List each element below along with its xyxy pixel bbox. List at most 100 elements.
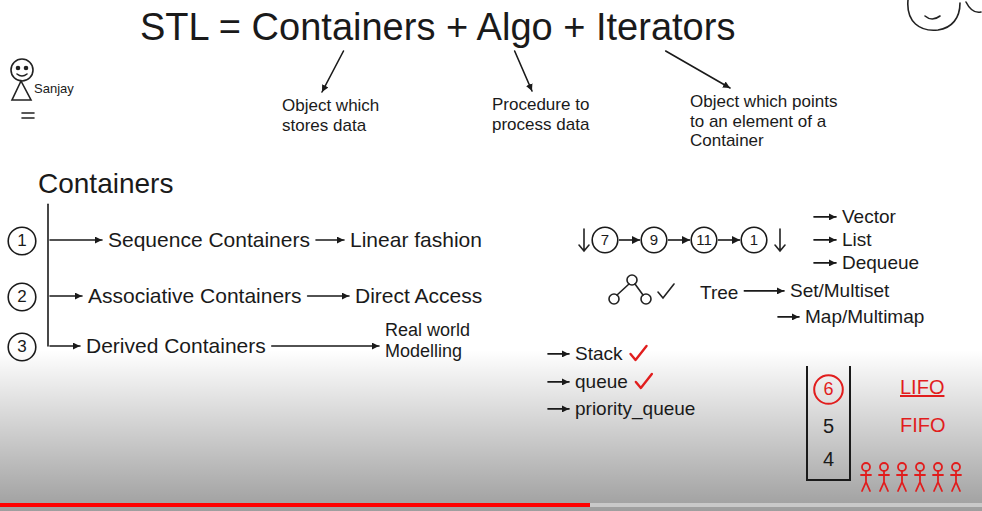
tree-branch: [617, 284, 629, 295]
stick-figure: [879, 463, 889, 491]
figure-body: [879, 471, 889, 491]
container-name: queue: [575, 371, 628, 393]
leader-arrow: [814, 216, 836, 218]
container-name: Map/Multimap: [805, 306, 924, 328]
leader-arrow: [548, 353, 569, 355]
container-name: List: [842, 229, 872, 251]
leader-arrow: [308, 295, 349, 297]
leader-arrow: [814, 239, 836, 241]
definition-note: Procedure to process data: [492, 95, 617, 134]
node-text: 2: [17, 287, 26, 307]
corner-doodle: [908, 0, 981, 30]
circle-line: [814, 375, 843, 404]
down-arrow-mark: [579, 229, 589, 251]
circled-number: 3: [7, 332, 37, 362]
node-text: 1: [17, 231, 26, 251]
leader-arrow: [322, 51, 343, 92]
leader-arrow: [50, 295, 82, 297]
circle-line: [691, 227, 717, 253]
property-note: Linear fashion: [350, 228, 482, 252]
list-element: 7: [591, 226, 619, 254]
circled-number: 1: [7, 226, 37, 256]
node-text: 7: [601, 231, 609, 248]
check-mark: [631, 346, 647, 360]
figure-head: [898, 463, 906, 471]
tree-sketch: [609, 275, 674, 304]
title-word: [208, 6, 219, 48]
section-heading: Containers: [38, 168, 173, 200]
definition-note: Object which points to an element of a C…: [690, 92, 850, 151]
doodle-stroke: [966, 2, 981, 12]
doodle-head: [908, 0, 960, 30]
leader-arrow: [666, 51, 730, 88]
title-word: +: [563, 6, 585, 48]
list-element: 1: [740, 226, 768, 254]
circle-line: [592, 227, 618, 253]
tree-node: [641, 294, 651, 304]
category-label: Sequence Containers: [108, 228, 310, 252]
figure-body: [897, 471, 907, 491]
node-text: 4: [823, 448, 834, 471]
stick-figure: [915, 463, 925, 491]
category-label: Derived Containers: [86, 334, 266, 358]
figure-body: [951, 471, 961, 491]
leader-arrow: [316, 239, 344, 241]
leader-arrow: [778, 316, 799, 318]
container-name: Vector: [842, 206, 896, 228]
leader-arrow: [548, 381, 569, 383]
figure-body: [915, 471, 925, 491]
figure-body: [861, 471, 871, 491]
title: STL = Containers + Algo + Iterators: [140, 6, 735, 50]
doodle-eye: [25, 67, 28, 70]
stick-figure: [897, 463, 907, 491]
category-label: Associative Containers: [88, 284, 302, 308]
doodle-body: [12, 81, 31, 100]
check-mark: [658, 284, 674, 298]
title-word: [468, 6, 476, 48]
doodle-eye: [17, 67, 20, 70]
circle-line: [8, 333, 36, 361]
node-text: 5: [823, 415, 834, 438]
stack-top: 6: [813, 374, 844, 405]
figure-head: [916, 463, 924, 471]
connector-arrow: [619, 239, 640, 241]
title-word: [553, 6, 564, 48]
stick-figure: [951, 463, 961, 491]
order-note: LIFO: [900, 376, 944, 399]
title-word: Iterators: [596, 6, 735, 48]
node-text: 3: [17, 337, 26, 357]
bracket-line: [47, 204, 49, 346]
container-name: Set/Multiset: [790, 280, 889, 302]
tree-branch: [635, 284, 643, 295]
stack-line: [807, 366, 850, 480]
title-word: [585, 6, 596, 48]
title-word: [241, 6, 252, 48]
list-element: 11: [690, 226, 718, 254]
connector-arrow: [668, 239, 690, 241]
node-text: 9: [650, 231, 658, 248]
property-note: Real world Modelling: [385, 320, 515, 361]
order-note: FIFO: [900, 414, 946, 437]
title-word: [435, 6, 446, 48]
node-text: 11: [696, 231, 712, 248]
container-name: Dequeue: [842, 252, 919, 274]
leader-arrow: [515, 51, 532, 91]
circled-number: 2: [7, 282, 37, 312]
progress-track: [0, 503, 982, 507]
title-word: Containers: [252, 6, 436, 48]
figure-head: [952, 463, 960, 471]
doodle-head: [11, 59, 33, 81]
circle-line: [8, 227, 36, 255]
leader-arrow: [814, 262, 836, 264]
title-word: =: [219, 6, 241, 48]
connector-arrow: [718, 239, 740, 241]
circle-line: [641, 227, 667, 253]
video-shade: [0, 350, 982, 511]
stick-figure: [861, 463, 871, 491]
property-note: Direct Access: [355, 284, 482, 308]
title-word: STL: [140, 6, 208, 48]
leader-arrow: [50, 345, 80, 347]
